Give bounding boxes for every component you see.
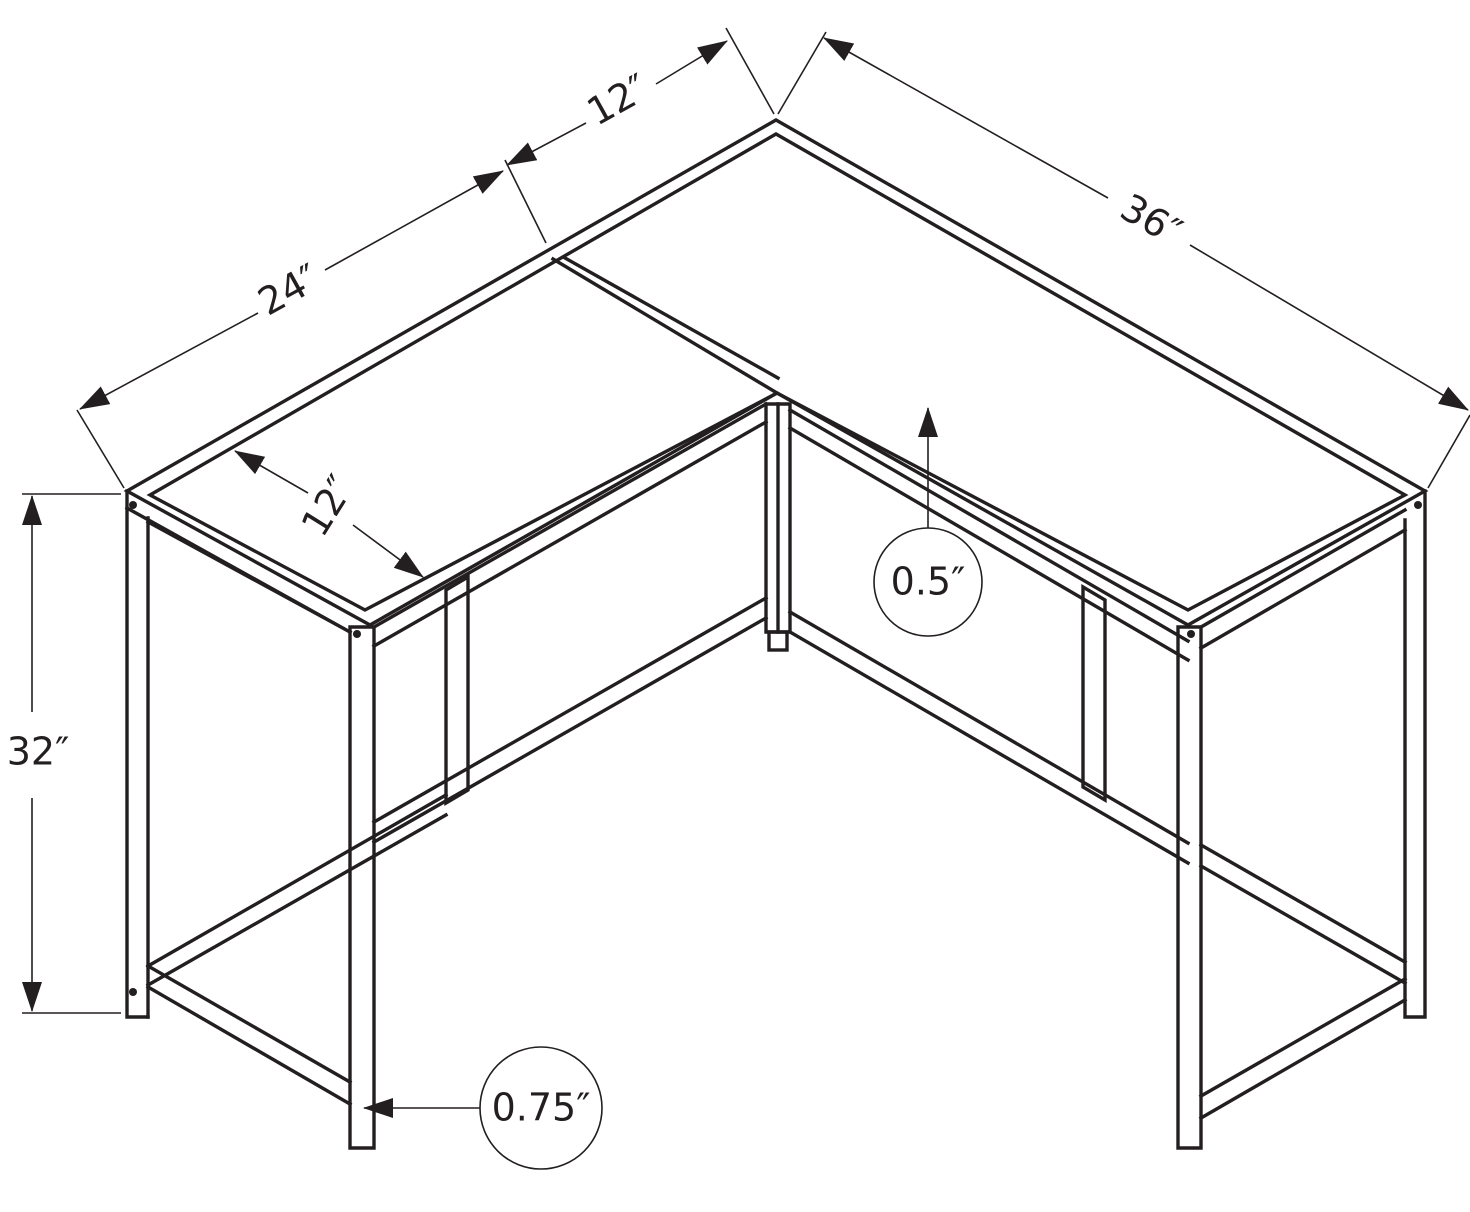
dimension-12-top-line (506, 122, 587, 166)
rail-left-wing-lower (371, 595, 769, 825)
label-36: 36″ (1113, 185, 1189, 254)
leg-front-left (348, 625, 376, 1150)
leg-back-right (1403, 489, 1427, 1019)
dimension-12-inner-line (234, 450, 309, 494)
apron-left-wing (371, 401, 769, 630)
bolt (129, 501, 137, 509)
tabletop-outline (123, 118, 1429, 627)
dimension-lines (22, 27, 1470, 1118)
rail-right-bottom (1198, 976, 1408, 1099)
label-12-top: 12″ (580, 65, 656, 134)
label-0-5: 0.5″ (891, 560, 966, 604)
label-12-inner: 12″ (293, 467, 363, 543)
rail-left-bottom (145, 963, 353, 1085)
leg-front-right (1176, 625, 1203, 1150)
label-0-75: 0.75″ (492, 1086, 591, 1130)
label-32: 32″ (7, 730, 70, 774)
label-24: 24″ (251, 255, 327, 324)
leg-right-inner (1081, 584, 1107, 803)
dimension-36-line (823, 37, 1109, 199)
apron-right-wing (787, 407, 1191, 644)
callout-leg-thickness (479, 1046, 603, 1170)
dimension-24-line (79, 312, 259, 410)
desk-frame (123, 118, 1429, 1150)
tabletop-inner-outline (146, 132, 1409, 612)
callout-top-thickness (873, 527, 983, 637)
tabletop-seam (550, 256, 780, 396)
apron-left (125, 489, 150, 1019)
rail-right-wing-lower (787, 609, 1191, 846)
